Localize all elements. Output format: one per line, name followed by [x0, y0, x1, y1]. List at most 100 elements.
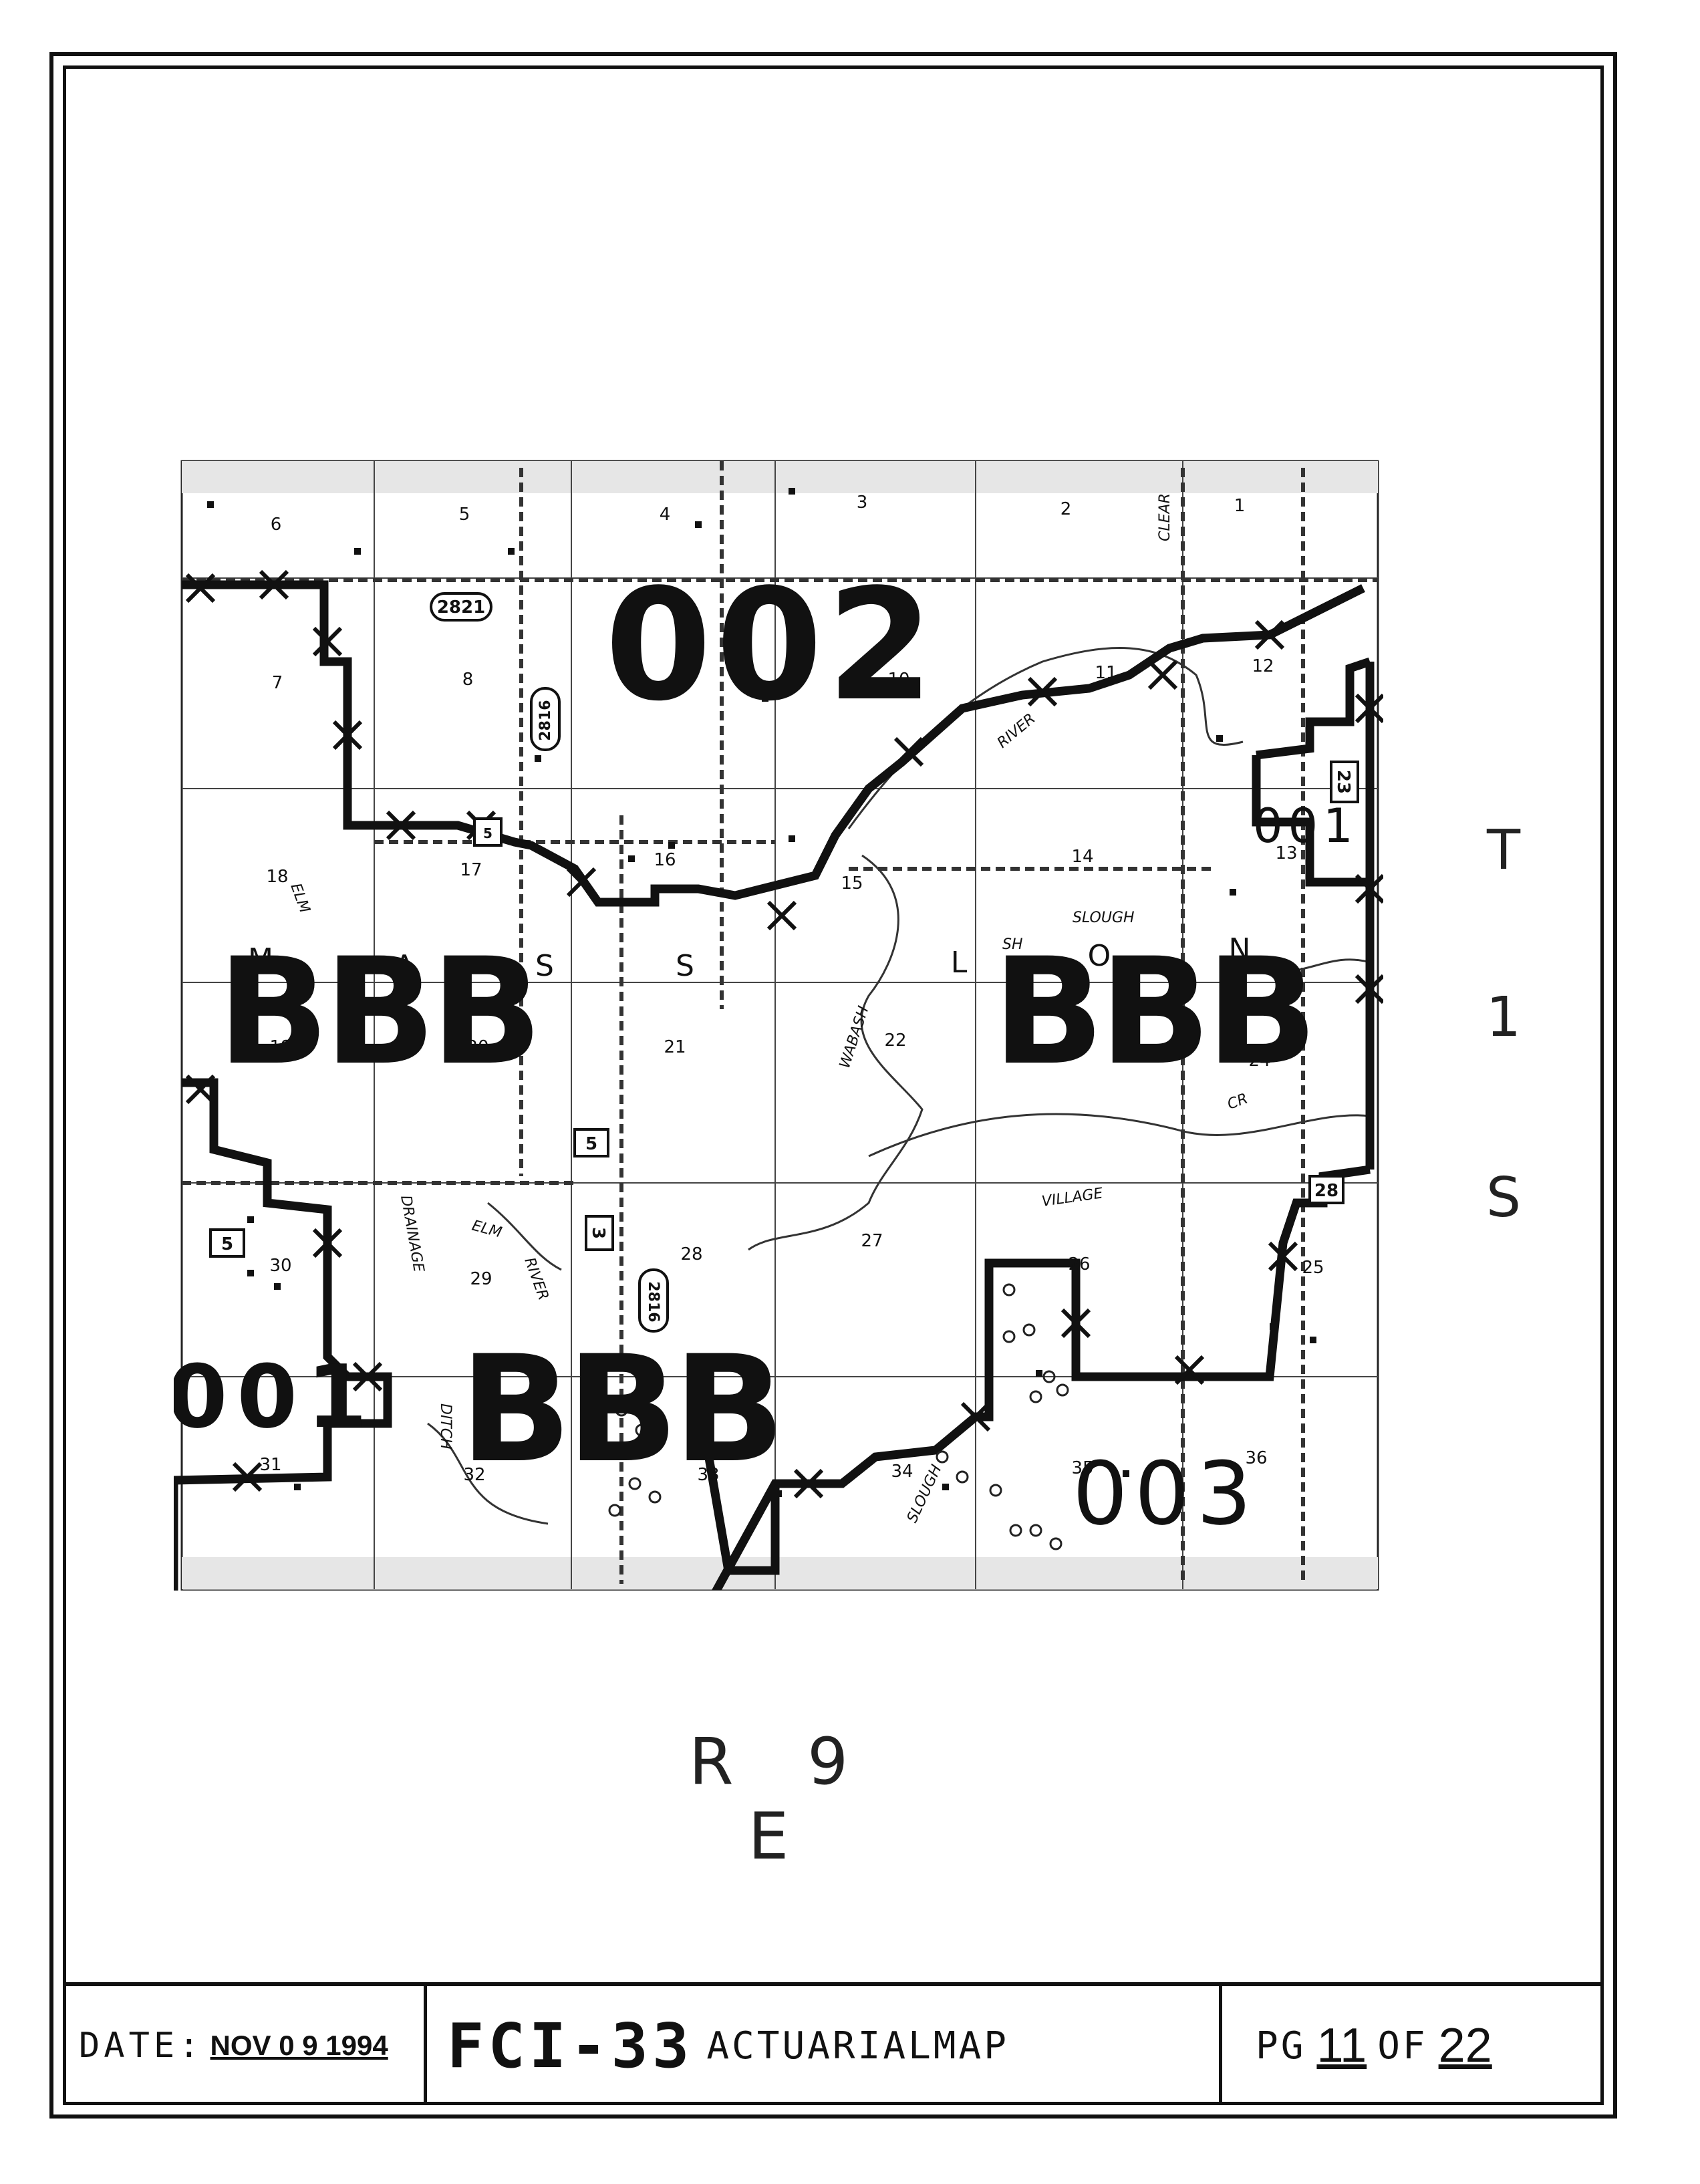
label-wabash: WABASH — [837, 1004, 873, 1070]
form-code: FCI-33 — [447, 2010, 694, 2082]
place-letter-l: L — [951, 946, 968, 980]
section-23: 23 — [1071, 1020, 1093, 1041]
of-label: OF — [1377, 2024, 1428, 2068]
label-drainage: DRAINAGE — [397, 1194, 427, 1274]
section-35: 35 — [1071, 1458, 1093, 1478]
rivers — [427, 647, 1371, 1525]
section-19: 19 — [269, 1037, 291, 1057]
section-7: 7 — [272, 673, 283, 693]
actuarial-map: 6 5 4 3 2 1 7 8 10 11 12 18 17 16 15 14 … — [174, 441, 1383, 1591]
map-top-band — [182, 461, 1378, 493]
township-number-1: 1 — [1485, 986, 1522, 1049]
label-clear: CLEAR — [1157, 493, 1173, 541]
section-30: 30 — [269, 1256, 291, 1276]
section-14: 14 — [1071, 847, 1093, 867]
route-shield-2821: 2821 — [437, 597, 485, 618]
section-21: 21 — [664, 1037, 686, 1057]
section-16: 16 — [654, 850, 676, 870]
label-elm-south: ELM — [470, 1218, 503, 1242]
route-shield-5-small: 5 — [483, 825, 492, 841]
route-shield-5-center: 5 — [585, 1134, 597, 1154]
marsh-circles — [608, 1283, 1069, 1550]
page-cell: PG 11 OF 22 — [1222, 1986, 1604, 2105]
section-17: 17 — [460, 860, 482, 880]
page-number: 11 — [1316, 2019, 1367, 2072]
rating-code-bbb-west: BBB — [217, 926, 537, 1097]
place-letter-s1: S — [535, 949, 554, 983]
inner-border — [63, 65, 1604, 2105]
section-12: 12 — [1252, 656, 1274, 676]
rating-boundary — [174, 580, 1375, 1591]
route-shield-2816-south: 2816 — [645, 1281, 662, 1322]
section-34: 34 — [891, 1462, 913, 1482]
section-1: 1 — [1234, 496, 1246, 516]
section-31: 31 — [259, 1455, 281, 1475]
page-label: PG — [1256, 2024, 1306, 2068]
section-25: 25 — [1302, 1258, 1324, 1278]
form-title: ACTUARIALMAP — [706, 2024, 1009, 2068]
section-numbers: 6 5 4 3 2 1 7 8 10 11 12 18 17 16 15 14 … — [259, 493, 1324, 1485]
section-29: 29 — [470, 1269, 492, 1289]
section-3: 3 — [857, 493, 868, 513]
section-10: 10 — [887, 670, 909, 690]
route-shield-23: 23 — [1333, 770, 1353, 794]
title-block: DATE: NOV 0 9 1994 FCI-33 ACTUARIALMAP P… — [63, 1982, 1604, 2105]
date-value: NOV 0 9 1994 — [210, 2030, 388, 2061]
title-cell: FCI-33 ACTUARIALMAP — [427, 1986, 1222, 2105]
section-8: 8 — [462, 670, 474, 690]
section-15: 15 — [841, 873, 863, 894]
route-shield-28: 28 — [1314, 1181, 1338, 1201]
place-letter-n: N — [1229, 932, 1251, 966]
section-2: 2 — [1060, 499, 1072, 519]
rating-code-003: 003 — [1073, 1443, 1258, 1544]
label-elm-west: ELM — [287, 881, 313, 916]
section-5: 5 — [459, 505, 470, 525]
label-river-south: RIVER — [521, 1256, 551, 1303]
section-27: 27 — [861, 1231, 883, 1251]
label-sh: SH — [1002, 936, 1023, 953]
date-cell: DATE: NOV 0 9 1994 — [63, 1986, 427, 2105]
route-shield-2816-north: 2816 — [537, 700, 554, 740]
route-shields: 2821 2816 2816 5 5 3 23 28 5 — [209, 592, 1359, 1333]
place-name-letters: M A S S L O N — [248, 932, 1250, 983]
outer-border — [49, 52, 1617, 2119]
map-bottom-band — [182, 1557, 1378, 1589]
section-28: 28 — [680, 1244, 702, 1264]
place-letter-m: M — [248, 942, 273, 976]
township-letter-t: T — [1486, 819, 1521, 882]
township-map-svg: 6 5 4 3 2 1 7 8 10 11 12 18 17 16 15 14 … — [174, 460, 1383, 1591]
label-slough-north: SLOUGH — [1073, 910, 1135, 926]
label-village: VILLAGE — [1040, 1185, 1104, 1210]
rating-code-bbb-south: BBB — [460, 1324, 780, 1495]
section-6: 6 — [271, 515, 282, 535]
section-22: 22 — [884, 1031, 906, 1051]
rating-code-001-west: 001 — [174, 1346, 376, 1448]
rating-code-002: 002 — [605, 557, 938, 735]
rating-code-001-east: 001 — [1253, 799, 1359, 853]
place-letter-a: A — [394, 949, 414, 983]
roads — [182, 461, 1378, 1584]
township-letter-s: S — [1485, 1166, 1522, 1230]
boundary-ticks — [185, 569, 1383, 1499]
section-24: 24 — [1248, 1051, 1270, 1071]
route-shield-5-west: 5 — [221, 1234, 233, 1254]
place-letter-o: O — [1088, 939, 1111, 973]
section-18: 18 — [266, 867, 288, 887]
section-36: 36 — [1245, 1448, 1267, 1468]
place-letter-s2: S — [676, 949, 694, 983]
rating-code-bbb-east: BBB — [992, 926, 1312, 1097]
label-ditch: DITCH — [437, 1403, 454, 1450]
rating-codes: 002 001 001 003 BBB BBB BBB — [174, 557, 1359, 1544]
section-11: 11 — [1095, 663, 1117, 683]
section-32: 32 — [463, 1465, 485, 1485]
section-13: 13 — [1275, 843, 1297, 863]
date-label: DATE: — [79, 2026, 204, 2066]
section-4: 4 — [660, 505, 671, 525]
label-river-north: RIVER — [994, 710, 1039, 752]
route-shield-3: 3 — [588, 1227, 608, 1239]
range-label: R 9 E — [688, 1724, 875, 1874]
section-20: 20 — [466, 1037, 488, 1057]
section-33: 33 — [697, 1465, 719, 1485]
building-dots — [207, 488, 1316, 1497]
page-total: 22 — [1438, 2019, 1492, 2072]
